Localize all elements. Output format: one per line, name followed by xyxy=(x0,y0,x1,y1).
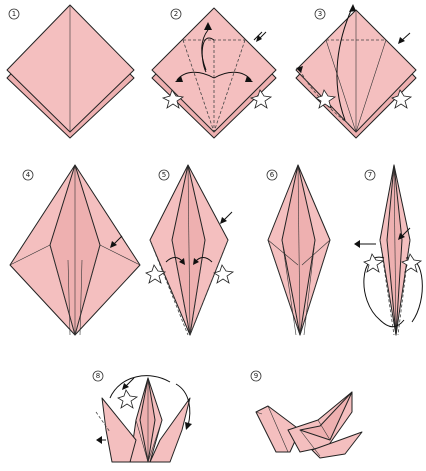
step-7-number: 7 xyxy=(365,170,375,180)
step-5-number: 5 xyxy=(159,170,169,180)
step-2-number: 2 xyxy=(171,9,181,19)
step-5-diagram: 5 xyxy=(146,165,233,335)
svg-text:2: 2 xyxy=(174,10,178,18)
svg-text:1: 1 xyxy=(12,10,16,18)
svg-text:3: 3 xyxy=(318,10,322,18)
step-9-number: 9 xyxy=(251,371,261,381)
svg-text:8: 8 xyxy=(96,372,100,380)
svg-text:7: 7 xyxy=(368,171,372,179)
svg-text:6: 6 xyxy=(270,171,275,179)
step-3-diagram: 3 xyxy=(296,4,416,138)
step-6-number: 6 xyxy=(267,170,277,180)
step-4-diagram: 4 xyxy=(10,165,140,335)
step-2-diagram: 2 xyxy=(152,8,276,138)
step-8-diagram: 8 xyxy=(93,371,192,462)
svg-text:5: 5 xyxy=(162,171,166,179)
svg-text:9: 9 xyxy=(254,372,258,380)
step-9-diagram: 9 xyxy=(251,371,362,458)
svg-text:4: 4 xyxy=(26,171,31,179)
step-8-number: 8 xyxy=(93,371,103,381)
step-4-number: 4 xyxy=(23,170,33,180)
step-1-number: 1 xyxy=(9,9,19,19)
step-6-diagram: 6 xyxy=(267,165,330,335)
step-7-diagram: 7 xyxy=(354,165,422,335)
step-1-diagram: 1 xyxy=(7,5,134,138)
step-3-number: 3 xyxy=(315,9,325,19)
